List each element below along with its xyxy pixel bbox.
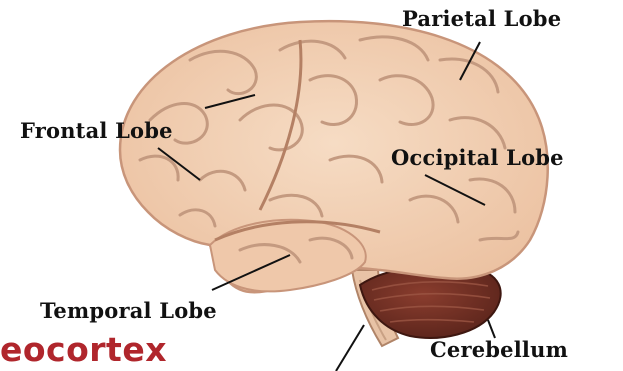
label-parietal-lobe: Parietal Lobe bbox=[402, 6, 561, 31]
label-frontal-lobe: Frontal Lobe bbox=[20, 118, 173, 143]
label-temporal-lobe: Temporal Lobe bbox=[40, 298, 217, 323]
caption-neocortex: eocortex bbox=[0, 330, 167, 369]
leader-cerebellum bbox=[488, 320, 495, 338]
label-occipital-lobe: Occipital Lobe bbox=[391, 145, 564, 170]
leader-brainstem bbox=[336, 325, 364, 371]
label-cerebellum: Cerebellum bbox=[430, 337, 568, 362]
